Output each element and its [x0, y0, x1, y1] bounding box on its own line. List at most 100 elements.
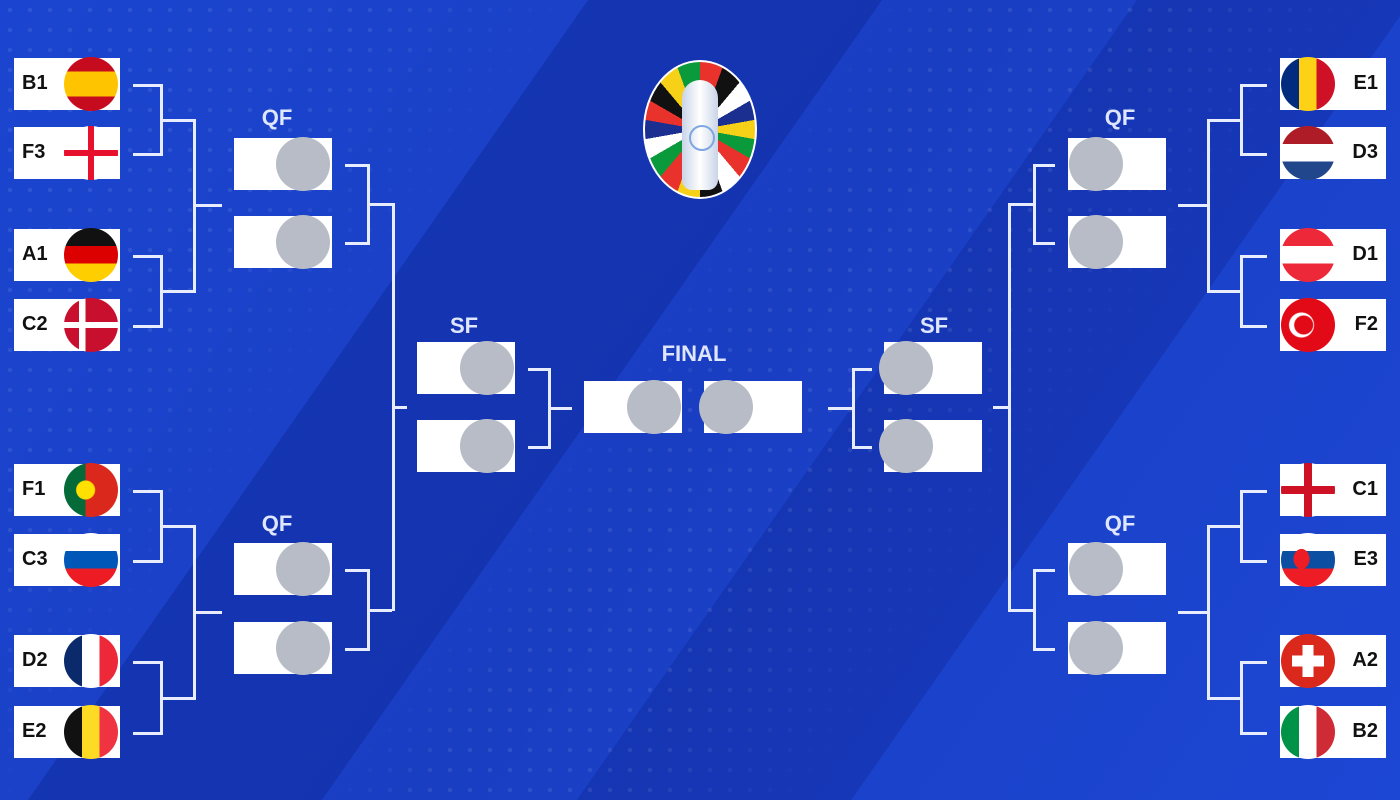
team-seed: D3	[1352, 141, 1378, 163]
bracket-line	[1178, 610, 1207, 614]
team-slot[interactable]: C2	[14, 298, 120, 352]
bracket-line	[345, 648, 367, 651]
bracket-line	[133, 325, 160, 328]
team-placeholder-circle	[276, 137, 330, 191]
qf-slot-left[interactable]	[234, 215, 332, 269]
austria-flag-icon	[1281, 228, 1335, 282]
bracket-line	[160, 525, 193, 528]
team-seed: A2	[1352, 649, 1378, 671]
qf-slot-right[interactable]	[1068, 621, 1166, 675]
team-placeholder-circle	[1069, 137, 1123, 191]
bracket-line	[1207, 118, 1240, 122]
denmark-flag-icon	[64, 298, 118, 352]
sf-label-right: SF	[919, 313, 949, 338]
bracket-line	[1240, 490, 1243, 563]
team-seed: D2	[22, 649, 48, 671]
bracket-line	[1178, 204, 1207, 208]
team-seed: E3	[1353, 548, 1378, 570]
netherlands-flag-icon	[1281, 126, 1335, 180]
team-slot[interactable]: F3	[14, 126, 120, 180]
qf-label-top-left: QF	[261, 105, 293, 130]
trophy-icon	[682, 80, 718, 190]
team-placeholder-circle	[699, 380, 753, 434]
team-placeholder-circle	[1069, 542, 1123, 596]
team-slot[interactable]: C1	[1280, 463, 1386, 517]
bracket-line	[1240, 490, 1267, 493]
qf-label-bottom-right: QF	[1104, 511, 1136, 536]
bracket-line	[828, 407, 852, 410]
bracket-line	[160, 290, 193, 293]
switzerland-flag-icon	[1281, 634, 1335, 688]
bracket-line	[1207, 525, 1210, 700]
qf-slot-right[interactable]	[1068, 137, 1166, 191]
georgia-flag-icon	[64, 126, 118, 180]
team-slot[interactable]: B1	[14, 57, 120, 111]
bracket-line	[193, 204, 222, 208]
bracket-line	[1240, 255, 1243, 328]
team-seed: F1	[22, 478, 46, 500]
team-slot[interactable]: A1	[14, 228, 120, 282]
portugal-flag-icon	[64, 463, 118, 517]
team-slot[interactable]: D2	[14, 634, 120, 688]
bracket-line	[160, 118, 193, 122]
slovenia-flag-icon	[64, 533, 118, 587]
bracket-line	[1033, 164, 1055, 167]
team-slot[interactable]: F2	[1280, 298, 1386, 352]
bracket-line	[852, 368, 872, 371]
team-slot[interactable]: A2	[1280, 634, 1386, 688]
bracket-line	[1207, 118, 1210, 293]
team-slot[interactable]: B2	[1280, 705, 1386, 759]
bracket-line	[1240, 325, 1267, 328]
team-placeholder-circle	[460, 341, 514, 395]
qf-slot-right[interactable]	[1068, 542, 1166, 596]
bracket-line	[367, 608, 392, 612]
team-seed: C1	[1352, 478, 1378, 500]
team-seed: E2	[22, 720, 47, 742]
bracket-line	[160, 696, 193, 700]
bracket-line	[528, 368, 548, 371]
team-seed: B1	[22, 72, 48, 94]
bracket-line	[852, 368, 855, 449]
final-slot-left[interactable]	[584, 380, 682, 434]
qf-slot-left[interactable]	[234, 137, 332, 191]
team-slot[interactable]: D1	[1280, 228, 1386, 282]
bracket-line	[1207, 290, 1240, 293]
england-flag-icon	[1281, 463, 1335, 517]
bracket-line	[1033, 648, 1055, 651]
team-slot[interactable]: C3	[14, 533, 120, 587]
team-placeholder-circle	[276, 542, 330, 596]
team-slot[interactable]: E3	[1280, 533, 1386, 587]
team-seed: B2	[1352, 720, 1378, 742]
bracket-line	[1240, 84, 1267, 87]
team-slot[interactable]: E2	[14, 705, 120, 759]
bracket-line	[193, 610, 222, 614]
sf-slot-right[interactable]	[879, 341, 982, 395]
qf-label-bottom-left: QF	[261, 511, 293, 536]
bracket-line	[133, 255, 160, 258]
bracket-line	[345, 242, 367, 245]
final-slot-right[interactable]	[699, 380, 802, 434]
team-placeholder-circle	[460, 419, 514, 473]
qf-slot-right[interactable]	[1068, 215, 1166, 269]
team-placeholder-circle	[276, 215, 330, 269]
qf-slot-left[interactable]	[234, 621, 332, 675]
bracket-line	[1240, 84, 1243, 156]
bracket-line	[1033, 569, 1055, 572]
euro-trophy-logo	[643, 60, 757, 199]
bracket-line	[1240, 661, 1267, 664]
team-slot[interactable]: D3	[1280, 126, 1386, 180]
team-slot[interactable]: E1	[1280, 57, 1386, 111]
sf-slot-left[interactable]	[417, 419, 515, 473]
team-slot[interactable]: F1	[14, 463, 120, 517]
italy-flag-icon	[1281, 705, 1335, 759]
bracket-line	[1240, 732, 1267, 735]
bracket-line	[1207, 525, 1240, 528]
bracket-line	[133, 490, 160, 493]
bracket-line	[548, 407, 572, 410]
bracket-line	[1240, 255, 1267, 258]
sf-slot-right[interactable]	[879, 419, 982, 473]
sf-slot-left[interactable]	[417, 341, 515, 395]
bracket-line	[852, 446, 872, 449]
qf-slot-left[interactable]	[234, 542, 332, 596]
team-seed: A1	[22, 243, 48, 265]
